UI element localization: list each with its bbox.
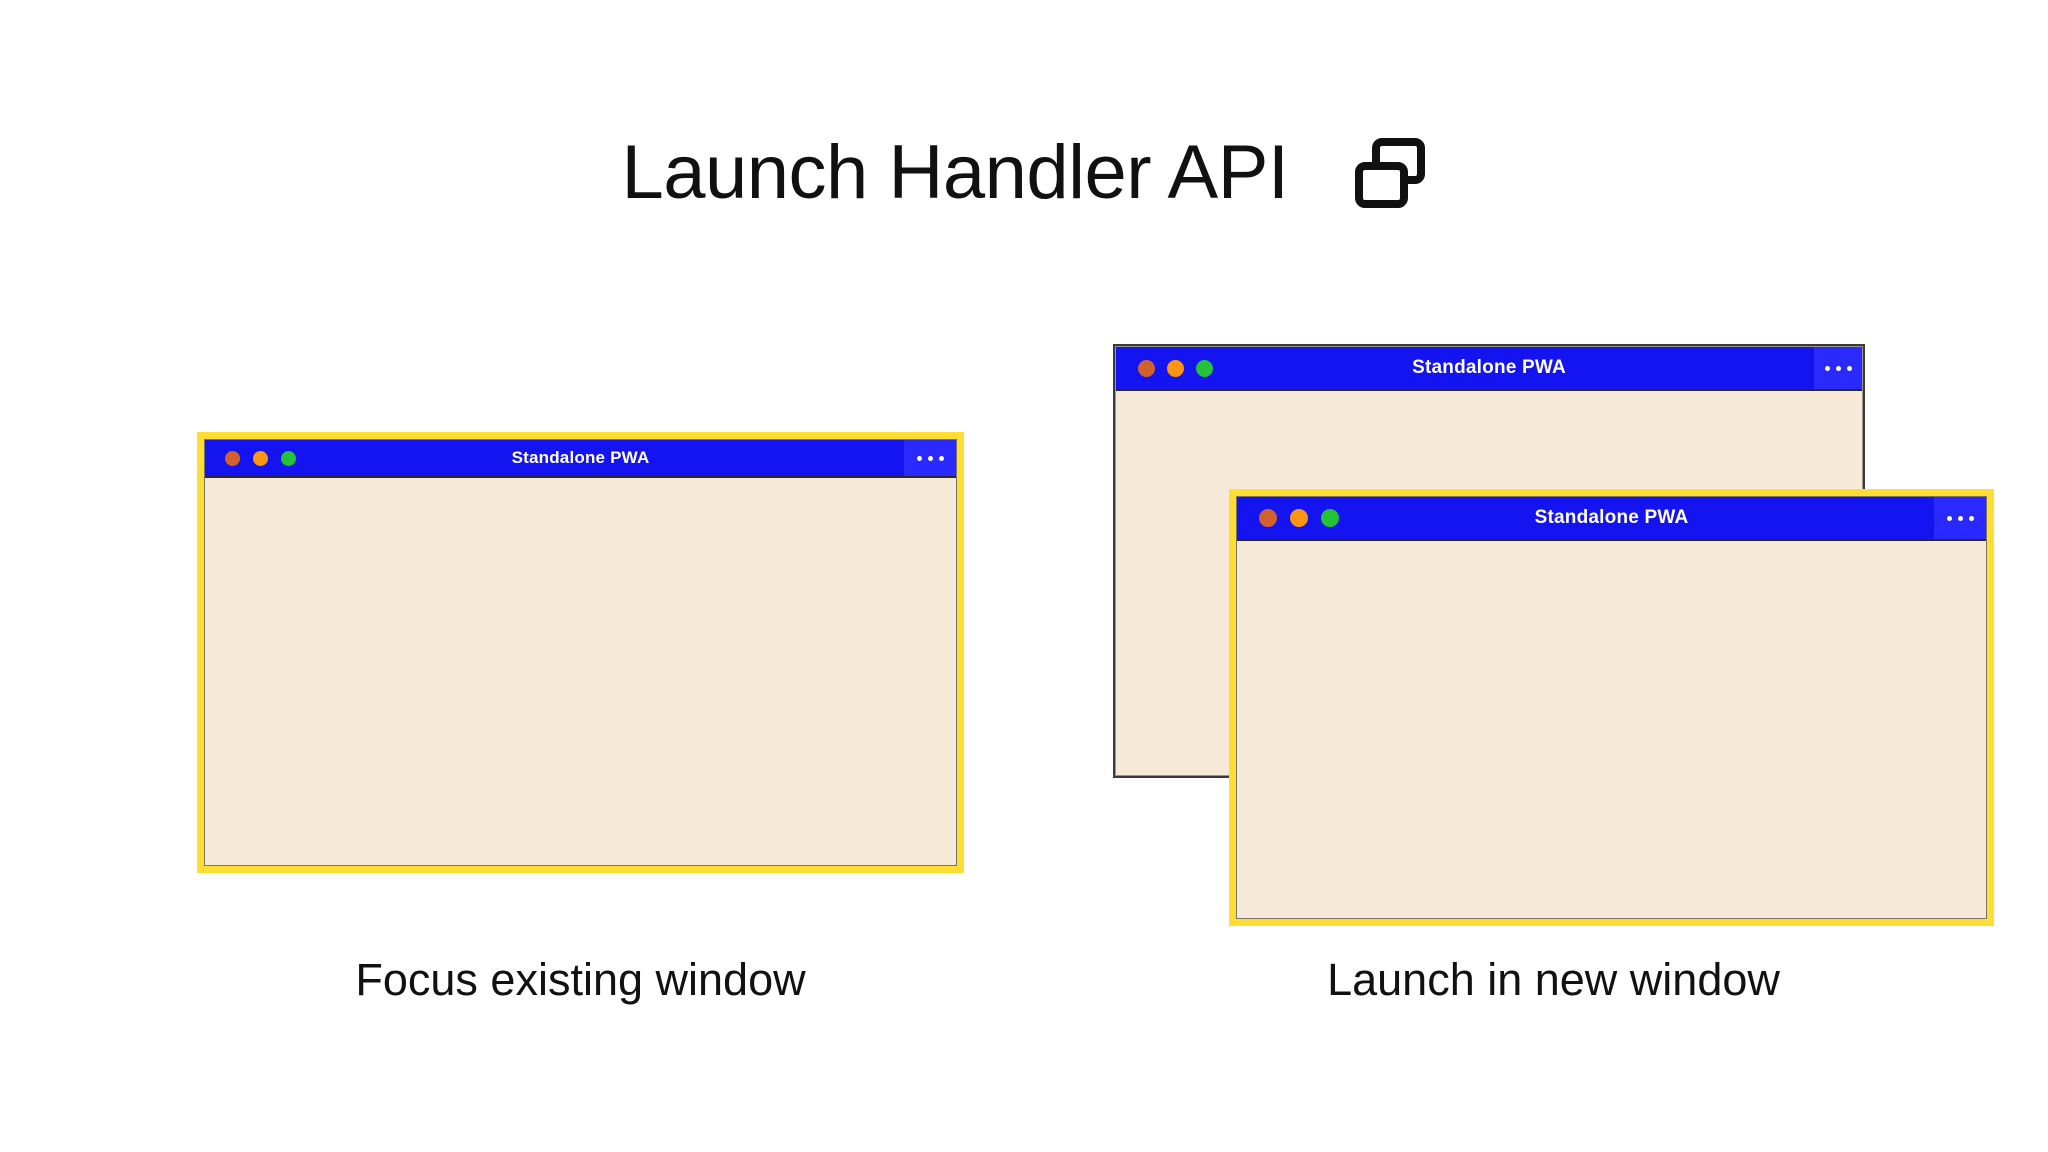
maximize-dot-icon[interactable] bbox=[1196, 359, 1213, 377]
menu-dot bbox=[1824, 365, 1830, 371]
menu-dot bbox=[1968, 515, 1974, 521]
close-dot-icon[interactable] bbox=[1259, 509, 1277, 527]
multi-window-icon bbox=[1354, 138, 1425, 208]
menu-dot bbox=[1946, 515, 1952, 521]
close-dot-icon[interactable] bbox=[1138, 359, 1155, 377]
minimize-dot-icon[interactable] bbox=[1290, 509, 1308, 527]
menu-dot bbox=[938, 455, 944, 461]
menu-dot bbox=[927, 455, 933, 461]
overflow-menu-icon[interactable] bbox=[904, 440, 956, 476]
window-frame: Standalone PWA bbox=[1236, 496, 1987, 919]
window-focus-existing[interactable]: Standalone PWA bbox=[197, 432, 964, 873]
minimize-dot-icon[interactable] bbox=[1167, 359, 1184, 377]
window-content-area bbox=[205, 478, 956, 865]
page-title: Launch Handler API bbox=[621, 130, 1289, 215]
window-titlebar[interactable]: Standalone PWA bbox=[1116, 347, 1862, 391]
caption-launch-new: Launch in new window bbox=[1327, 954, 1780, 1005]
window-frame: Standalone PWA bbox=[204, 439, 957, 866]
window-content-area bbox=[1237, 541, 1986, 918]
minimize-dot-icon[interactable] bbox=[253, 450, 268, 466]
menu-dot bbox=[916, 455, 922, 461]
close-dot-icon[interactable] bbox=[225, 450, 240, 466]
menu-dot bbox=[1835, 365, 1841, 371]
traffic-light-controls bbox=[1259, 509, 1339, 527]
window-title: Standalone PWA bbox=[1412, 357, 1566, 378]
traffic-light-controls bbox=[225, 450, 296, 466]
overflow-menu-icon[interactable] bbox=[1814, 347, 1862, 389]
overflow-menu-icon[interactable] bbox=[1934, 497, 1986, 539]
window-new-foreground[interactable]: Standalone PWA bbox=[1229, 489, 1994, 926]
window-title: Standalone PWA bbox=[511, 448, 650, 467]
menu-dot bbox=[1957, 515, 1963, 521]
window-title: Standalone PWA bbox=[1534, 507, 1689, 528]
page-header: Launch Handler API bbox=[0, 118, 2048, 228]
caption-focus-existing: Focus existing window bbox=[355, 954, 806, 1005]
maximize-dot-icon[interactable] bbox=[281, 450, 296, 466]
window-titlebar[interactable]: Standalone PWA bbox=[1237, 497, 1986, 541]
window-titlebar[interactable]: Standalone PWA bbox=[205, 440, 956, 478]
traffic-light-controls bbox=[1138, 359, 1213, 377]
menu-dot bbox=[1846, 365, 1852, 371]
maximize-dot-icon[interactable] bbox=[1321, 509, 1339, 527]
